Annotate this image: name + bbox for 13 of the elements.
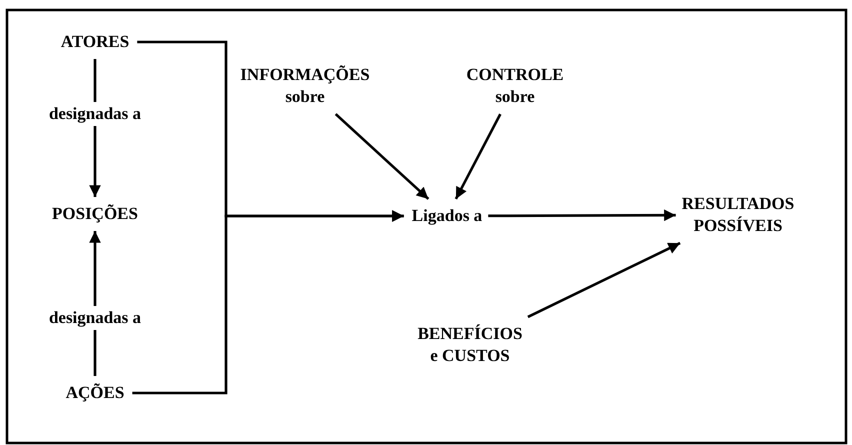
arrow — [334, 113, 430, 200]
arrow — [454, 114, 502, 200]
node-label: INFORMAÇÕES sobre — [240, 64, 370, 108]
node-label: POSIÇÕES — [52, 202, 138, 226]
node-label: Ligados a — [412, 204, 482, 228]
node-label: CONTROLE sobre — [466, 64, 564, 108]
arrow — [488, 209, 676, 222]
arrow — [132, 210, 404, 394]
node-label: ATORES — [60, 30, 130, 54]
arrow — [527, 242, 681, 318]
node-label: AÇÕES — [66, 382, 124, 404]
node-label: BENEFÍCIOS e CUSTOS — [418, 322, 522, 368]
node-label: RESULTADOS POSSÍVEIS — [682, 192, 794, 238]
